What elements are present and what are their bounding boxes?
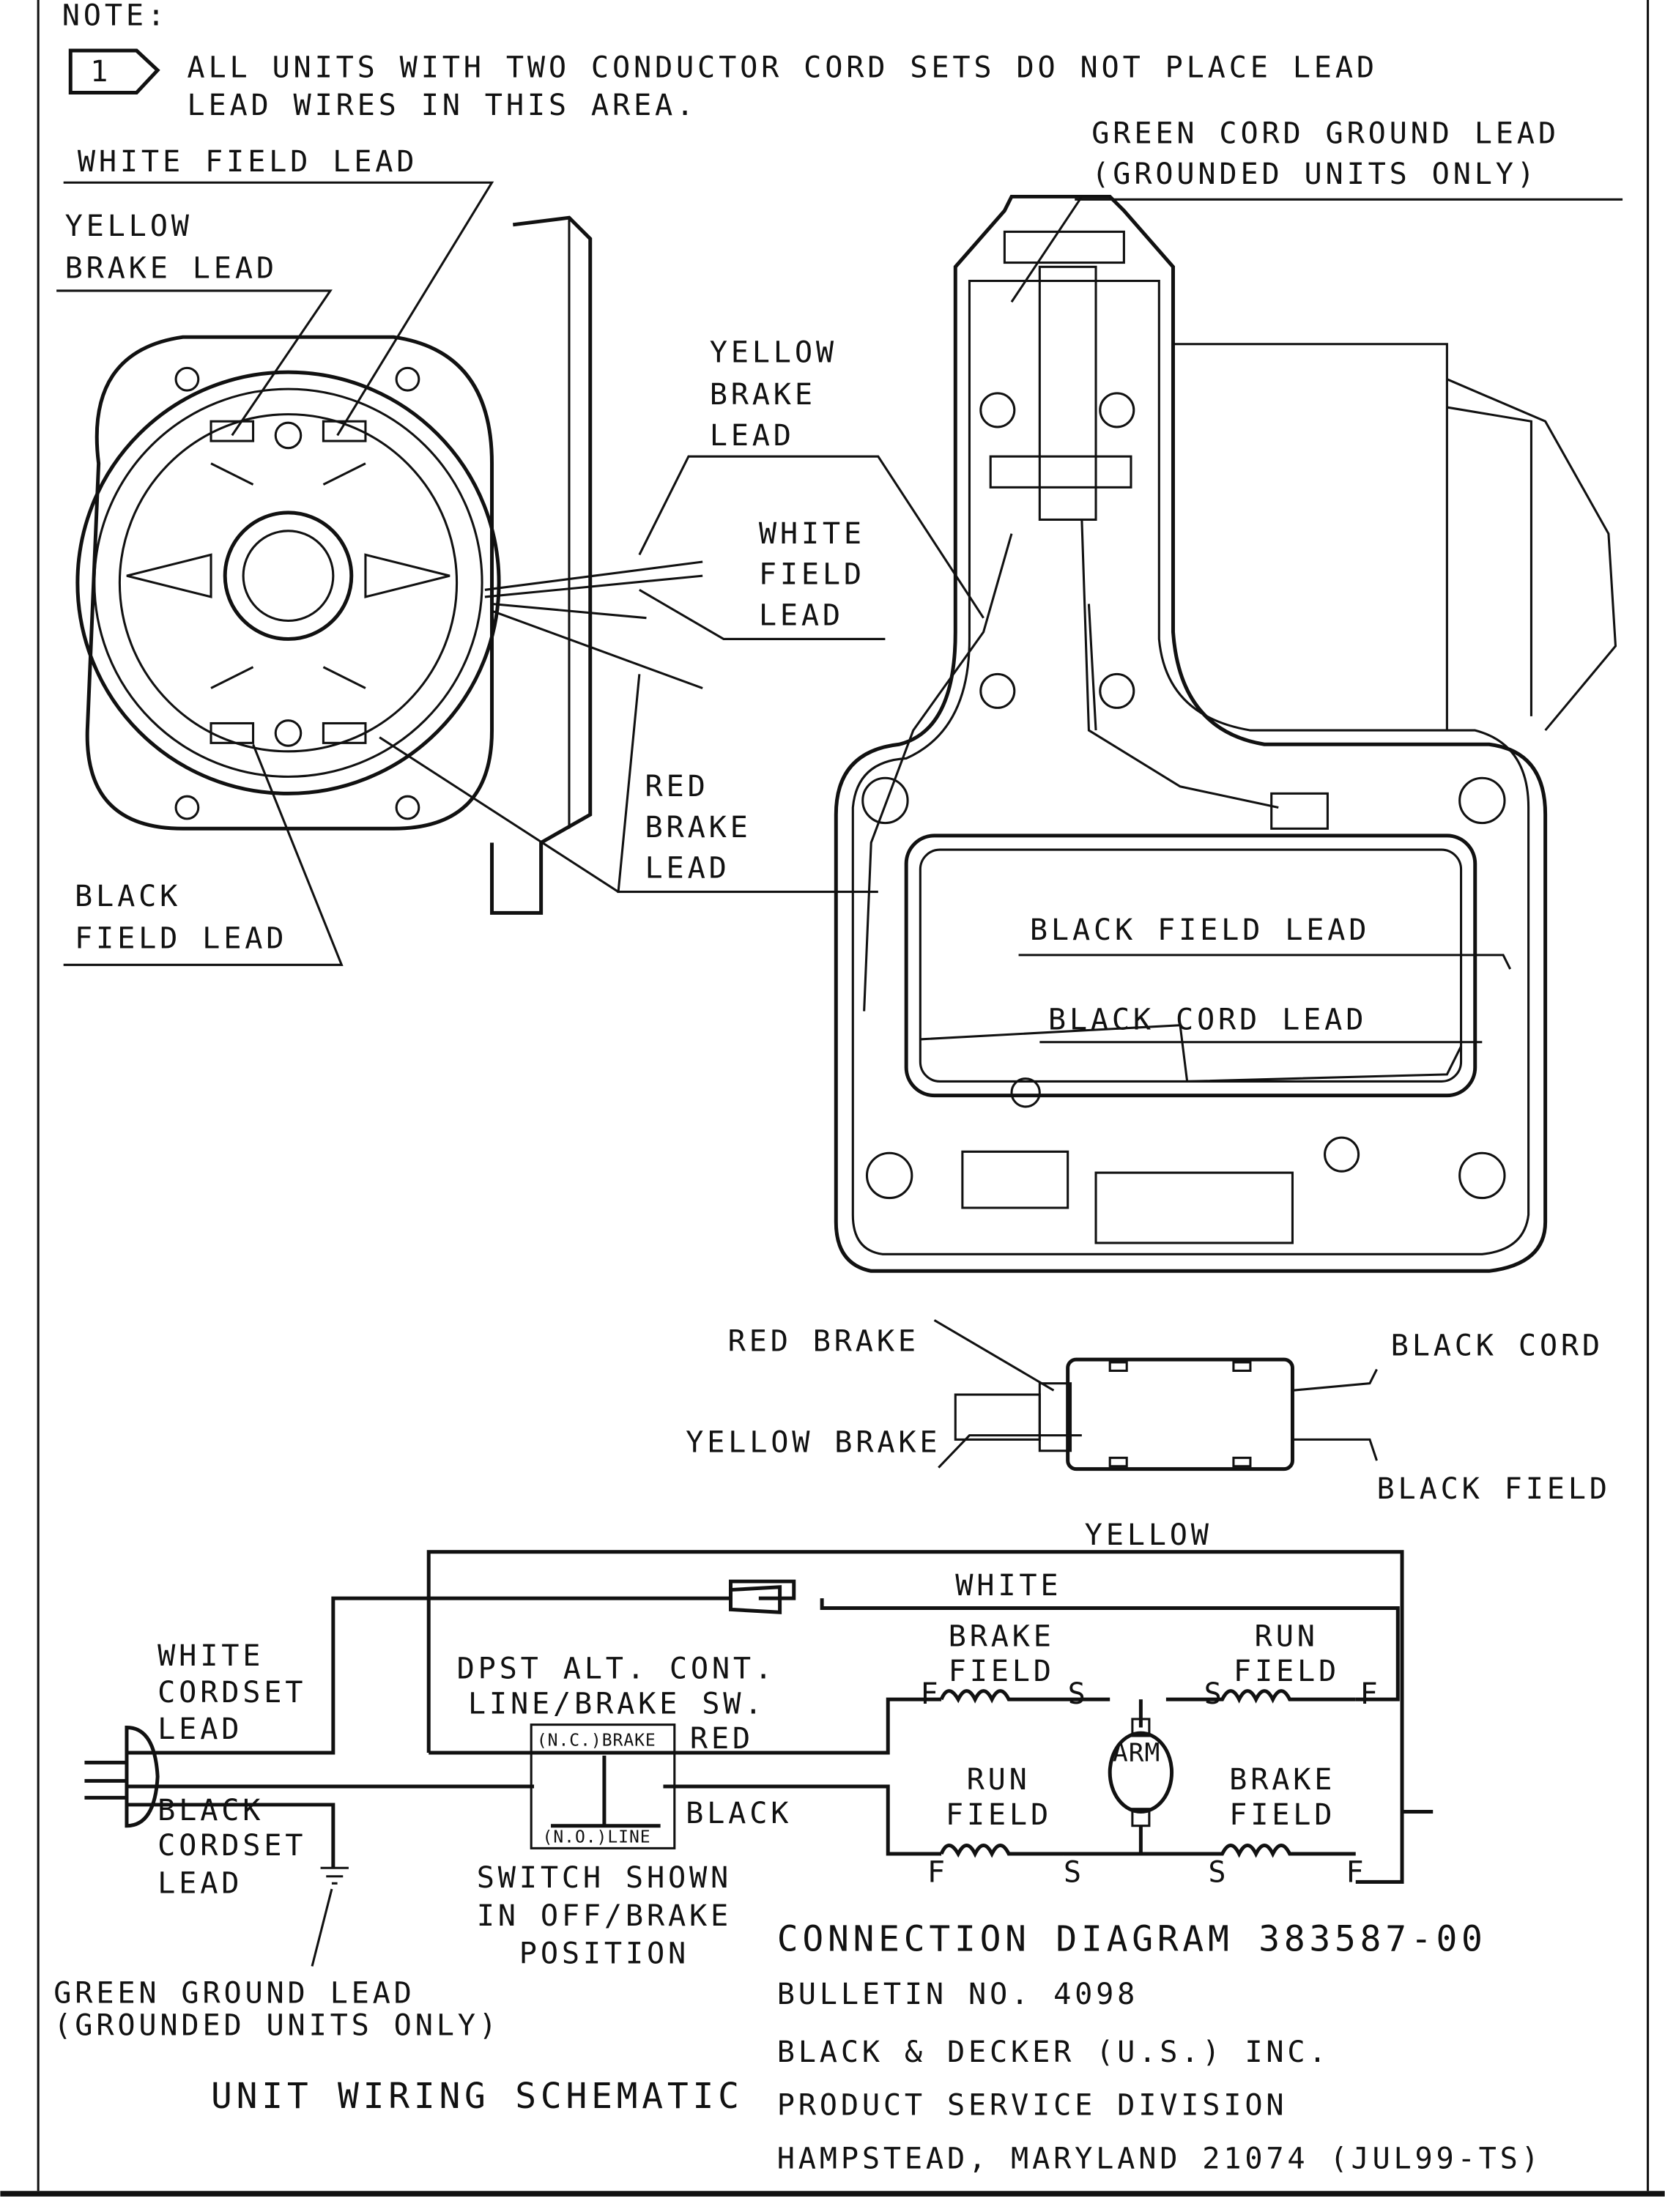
black-field-leader-left [63, 743, 344, 966]
note-marker-flag [68, 48, 160, 95]
terminal-s-4: S [1208, 1855, 1229, 1889]
white-wire-label: WHITE [955, 1569, 1061, 1603]
address-line: HAMPSTEAD, MARYLAND 21074 (JUL99-TS) [777, 2142, 1543, 2176]
black-cordset-label-3: LEAD [157, 1867, 242, 1901]
green-cord-ground-label-2: (GROUNDED UNITS ONLY) [1091, 157, 1538, 191]
brake-field-top-label-2: FIELD [949, 1655, 1055, 1688]
yellow-brake-leader-mid [638, 455, 984, 619]
note-line-2: LEAD WIRES IN THIS AREA. [187, 89, 697, 122]
switch-type-label-1: DPST ALT. CONT. [457, 1652, 776, 1685]
black-field-label-left-1: BLACK [75, 880, 181, 913]
schematic-title: UNIT WIRING SCHEMATIC [211, 2076, 743, 2117]
switch-shown-label-2: IN OFF/BRAKE [477, 1899, 732, 1933]
red-brake-label-3: LEAD [645, 851, 730, 885]
yellow-wire-label: YELLOW [1085, 1518, 1212, 1552]
terminal-s-3: S [1064, 1855, 1085, 1889]
yellow-brake-label-mid-2: BRAKE [710, 378, 816, 412]
red-brake-label-2: BRAKE [645, 811, 752, 845]
bulletin-number: BULLETIN NO. 4098 [777, 1978, 1138, 2011]
yellow-brake-label-left-1: YELLOW [65, 209, 193, 243]
black-wire-label: BLACK [686, 1797, 792, 1830]
terminal-s-2: S [1204, 1677, 1225, 1711]
black-cordset-label-2: CORDSET [157, 1829, 306, 1863]
black-field-label-left-2: FIELD LEAD [75, 921, 287, 955]
division-name: PRODUCT SERVICE DIVISION [777, 2089, 1288, 2123]
note-heading: NOTE: [62, 0, 168, 33]
yellow-brake-terminal-label: YELLOW BRAKE [686, 1426, 941, 1460]
green-ground-label-1: GREEN GROUND LEAD [53, 1976, 415, 2010]
black-cord-terminal-label: BLACK CORD [1391, 1329, 1603, 1362]
yellow-brake-label-mid-1: YELLOW [710, 336, 837, 370]
white-field-lead-leader-top [63, 181, 494, 437]
terminal-f-4: F [1346, 1855, 1367, 1889]
armature-label: ARM [1113, 1738, 1160, 1767]
note-marker-number: 1 [90, 55, 111, 89]
brake-field-bot-label-1: BRAKE [1229, 1763, 1335, 1797]
red-brake-leader [379, 674, 878, 894]
black-cord-lead-label: BLACK CORD LEAD [1048, 1003, 1367, 1036]
motor-end-view [75, 215, 703, 915]
white-field-label-mid-2: FIELD [759, 558, 865, 592]
ground-leader [311, 1888, 333, 1967]
brake-field-top-label-1: BRAKE [949, 1619, 1055, 1653]
red-wire-label: RED [690, 1722, 754, 1756]
brake-field-bot-label-2: FIELD [1229, 1798, 1335, 1832]
terminal-f-2: F [1360, 1677, 1382, 1711]
note-line-1: ALL UNITS WITH TWO CONDUCTOR CORD SETS D… [187, 51, 1377, 84]
yellow-brake-label-left-2: BRAKE LEAD [65, 252, 278, 286]
schematic-wires [84, 1550, 1434, 1967]
white-cordset-label-3: LEAD [157, 1712, 242, 1746]
nc-brake-label: (N.C.)BRAKE [537, 1731, 656, 1750]
black-field-terminal-label: BLACK FIELD [1377, 1472, 1611, 1506]
armature-symbol [1108, 1731, 1174, 1814]
run-field-bot-label-2: FIELD [946, 1798, 1052, 1832]
green-cord-ground-label-1: GREEN CORD GROUND LEAD [1091, 117, 1560, 151]
white-field-leader-mid [639, 589, 886, 640]
run-field-bot-label-1: RUN [967, 1763, 1031, 1797]
terminal-f-3: F [927, 1855, 949, 1889]
switch-shown-label-1: SWITCH SHOWN [477, 1861, 732, 1895]
black-cordset-label-1: BLACK [157, 1794, 264, 1827]
switch-type-label-2: LINE/BRAKE SW. [468, 1687, 765, 1721]
company-name: BLACK & DECKER (U.S.) INC. [777, 2035, 1330, 2069]
terminal-f-1: F [920, 1677, 941, 1711]
yellow-brake-leader-left [56, 289, 333, 437]
white-field-label-mid-3: LEAD [759, 598, 844, 632]
switch-detail-drawing [933, 1319, 1378, 1471]
yellow-brake-label-mid-3: LEAD [710, 419, 795, 453]
switch-shown-label-3: POSITION [519, 1937, 689, 1971]
run-field-top-label-2: FIELD [1234, 1655, 1340, 1688]
black-field-lead-label: BLACK FIELD LEAD [1030, 913, 1370, 947]
red-brake-label-1: RED [645, 770, 709, 803]
terminal-s-1: S [1068, 1677, 1089, 1711]
tool-housing-view [834, 194, 1617, 1273]
black-field-lead-leader [1018, 954, 1512, 970]
white-field-label-mid-1: WHITE [759, 517, 865, 551]
connection-diagram-number: CONNECTION DIAGRAM 383587-00 [777, 1919, 1487, 1959]
white-cordset-label-1: WHITE [157, 1639, 264, 1673]
no-line-label: (N.O.)LINE [543, 1828, 651, 1847]
green-cord-ground-leader [1010, 196, 1623, 303]
run-field-top-label-1: RUN [1255, 1619, 1319, 1653]
white-field-lead-label-top: WHITE FIELD LEAD [78, 145, 418, 179]
red-brake-terminal-label: RED BRAKE [728, 1325, 919, 1359]
white-cordset-label-2: CORDSET [157, 1676, 306, 1710]
green-ground-label-2: (GROUNDED UNITS ONLY) [53, 2008, 500, 2042]
